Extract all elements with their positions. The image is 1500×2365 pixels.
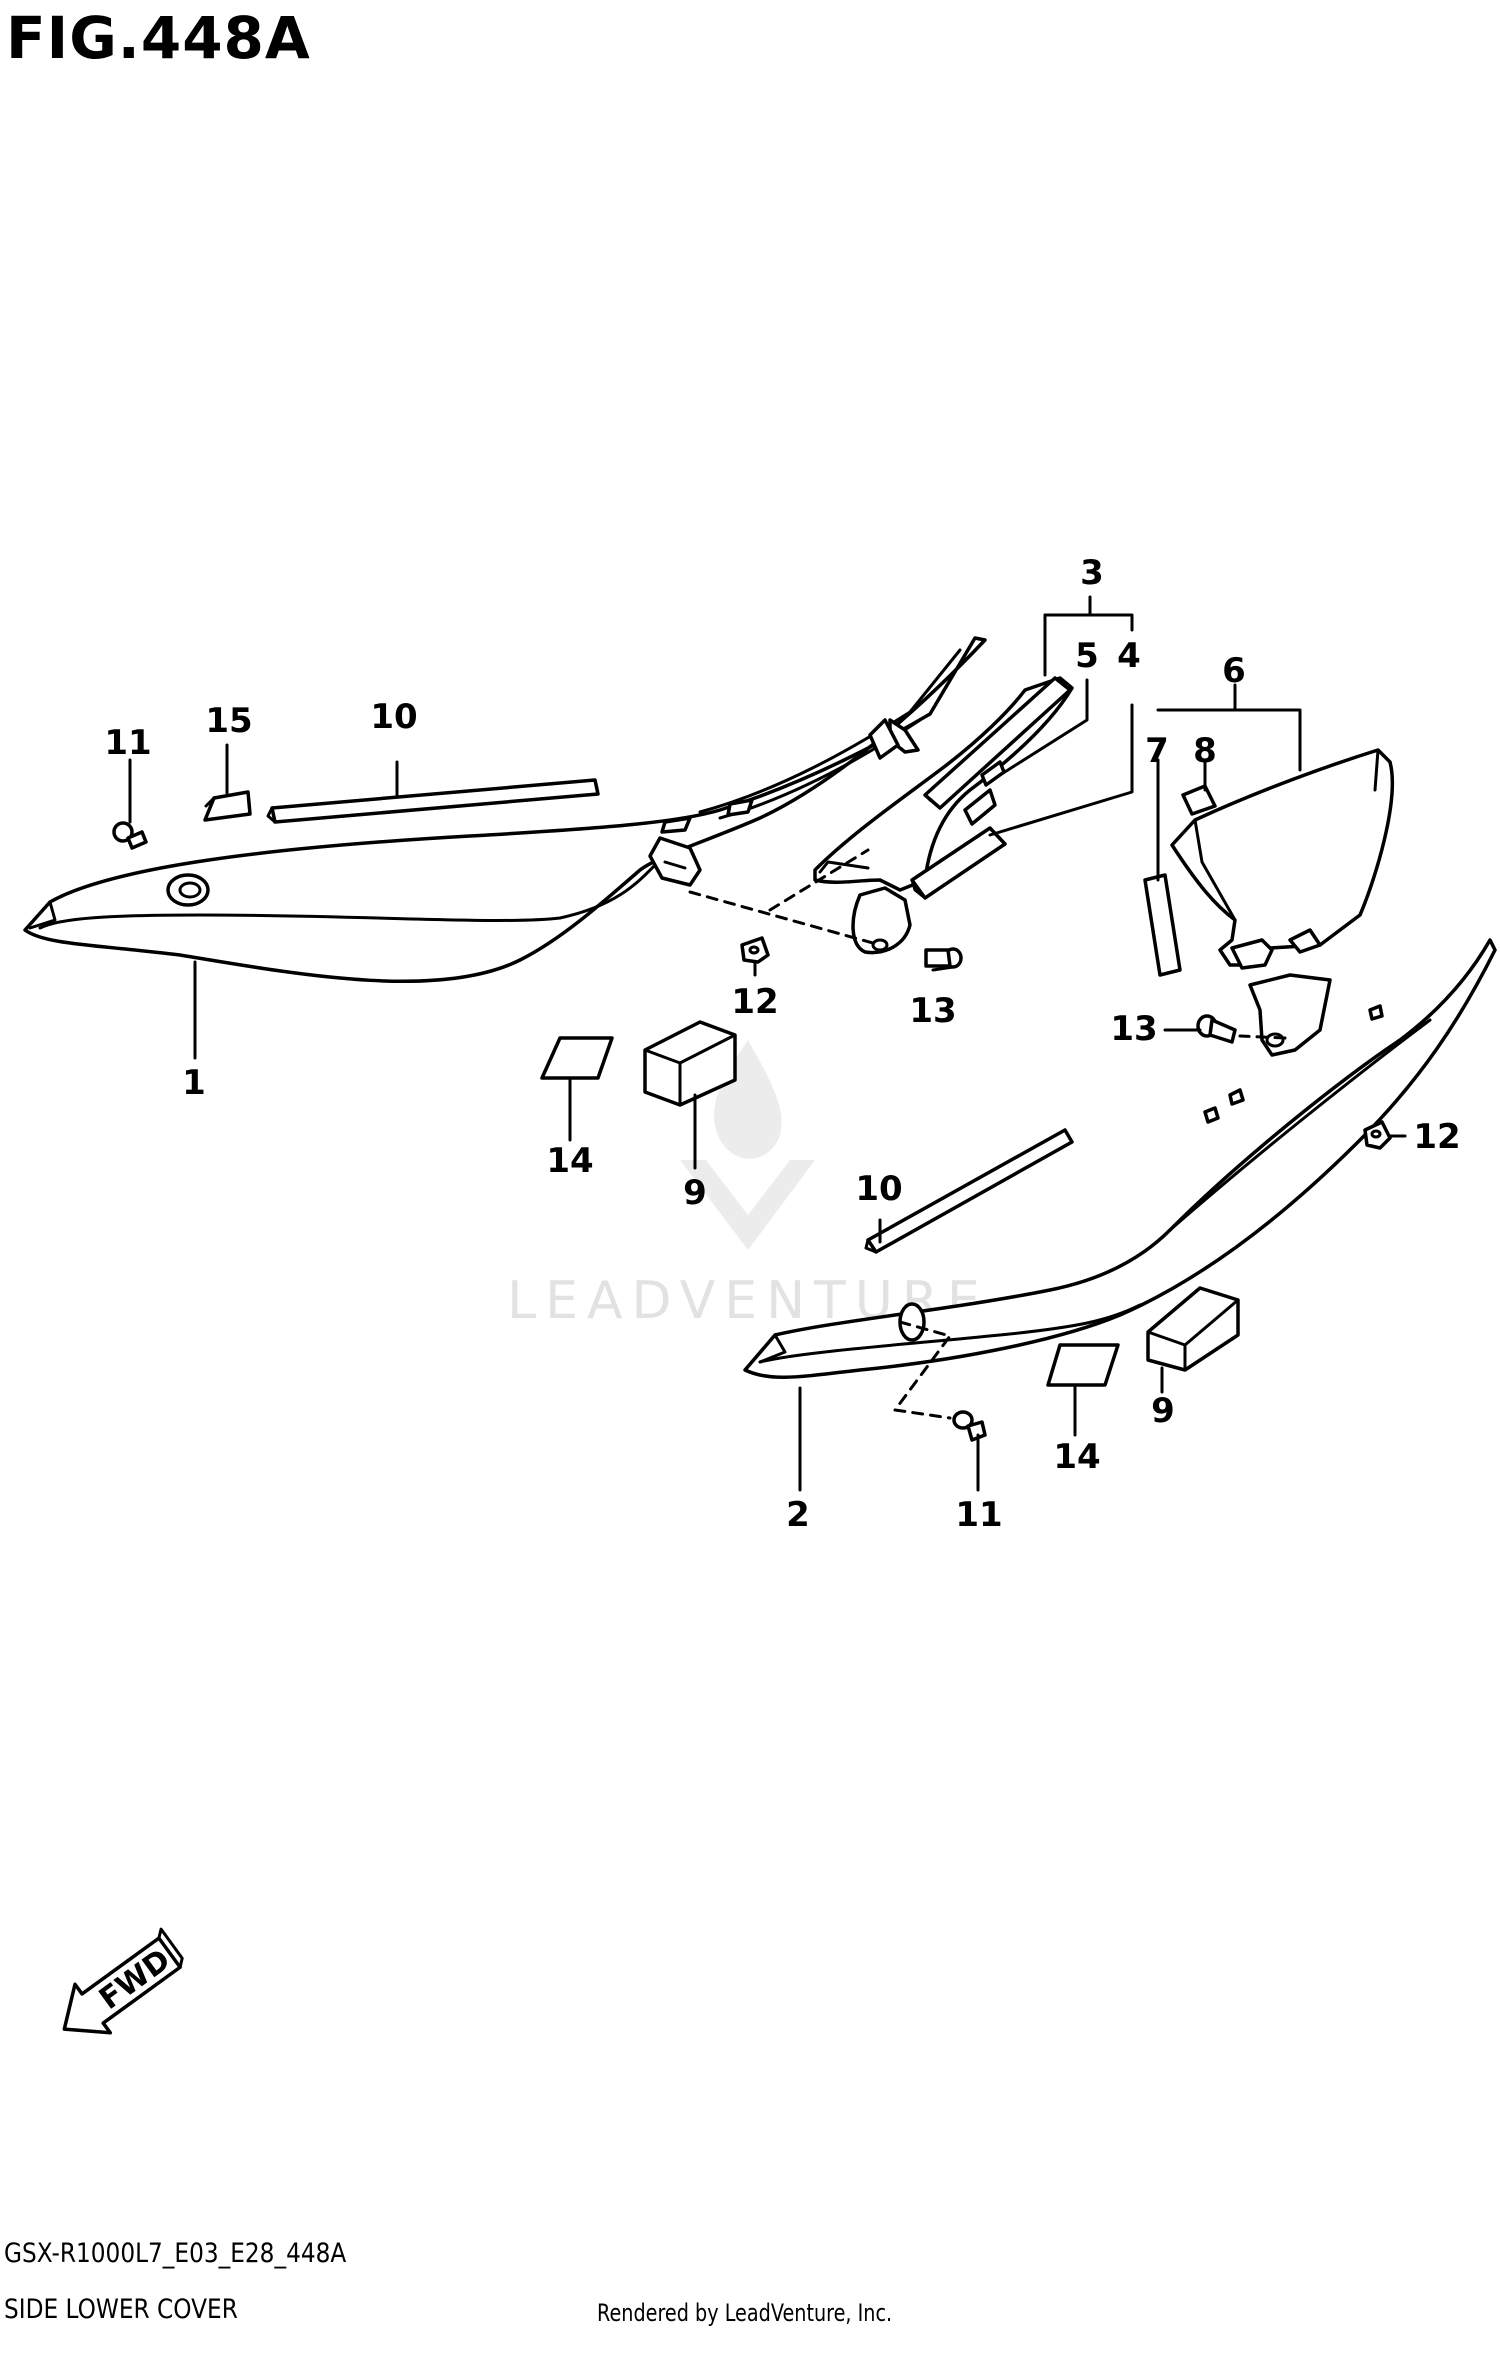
part-4-cushion xyxy=(910,826,1007,900)
callout-10-right: 10 xyxy=(855,1169,902,1209)
callout-14-left: 14 xyxy=(546,1141,593,1181)
callout-12-right: 12 xyxy=(1413,1117,1460,1157)
callout-4: 4 xyxy=(1117,636,1141,676)
part-11-screw-right xyxy=(952,1410,987,1442)
figure-title: FIG.448A xyxy=(6,4,311,72)
part-7-cushion xyxy=(1143,873,1182,977)
part-13-bolt-center xyxy=(924,947,963,969)
part-1-side-lower-cover-left xyxy=(23,636,987,983)
callout-6: 6 xyxy=(1222,651,1246,691)
part-14-pad-left xyxy=(540,1036,614,1080)
part-15-pad xyxy=(203,790,252,822)
part-5-seal xyxy=(923,676,1072,810)
fwd-arrow-icon xyxy=(62,1936,182,2035)
callout-12-left: 12 xyxy=(731,982,778,1022)
callout-5: 5 xyxy=(1075,636,1099,676)
part-11-screw-left xyxy=(112,821,148,850)
callout-9-right: 9 xyxy=(1151,1391,1175,1431)
rendered-by-credit: Rendered by LeadVenture, Inc. xyxy=(597,2299,893,2327)
callout-7: 7 xyxy=(1145,731,1169,771)
part-2-side-lower-cover-right xyxy=(743,938,1497,1379)
leader-lines xyxy=(128,595,1407,1492)
callouts: 1 2 3 4 5 6 7 8 9 9 10 10 11 11 12 12 13… xyxy=(104,553,1460,1535)
part-10-strip-right xyxy=(864,1128,1074,1254)
section-title: SIDE LOWER COVER xyxy=(4,2294,238,2325)
fwd-direction-arrow: FWD xyxy=(62,1927,184,2035)
part-13-bolt-right xyxy=(1196,1014,1237,1044)
callout-13-center: 13 xyxy=(909,991,956,1031)
part-9-block-left xyxy=(643,1020,737,1107)
callout-11-left: 11 xyxy=(104,723,151,763)
callout-15: 15 xyxy=(205,701,252,741)
watermark: LEADVENTURE xyxy=(507,1040,980,1331)
callout-9-left: 9 xyxy=(683,1173,707,1213)
part-12-clip-right xyxy=(1363,1120,1392,1150)
part-14-pad-right xyxy=(1046,1343,1120,1387)
part-6-bracket-right xyxy=(1170,748,1395,1057)
watermark-logo-v xyxy=(680,1160,815,1250)
assembly-lines xyxy=(688,848,1287,1420)
callout-10-left: 10 xyxy=(370,697,417,737)
callout-3: 3 xyxy=(1080,553,1104,593)
callout-14-right: 14 xyxy=(1053,1437,1100,1477)
callout-1: 1 xyxy=(182,1063,206,1103)
part-8-seal xyxy=(1181,784,1217,816)
part-9-block-right xyxy=(1146,1286,1240,1372)
figure-code: GSX-R1000L7_E03_E28_448A xyxy=(4,2238,347,2269)
part-10-strip-left xyxy=(266,778,600,824)
callout-11-right: 11 xyxy=(955,1495,1002,1535)
callout-13-right: 13 xyxy=(1110,1009,1157,1049)
callout-2: 2 xyxy=(786,1495,810,1535)
callout-8: 8 xyxy=(1193,731,1217,771)
part-12-clip-left xyxy=(740,936,770,964)
